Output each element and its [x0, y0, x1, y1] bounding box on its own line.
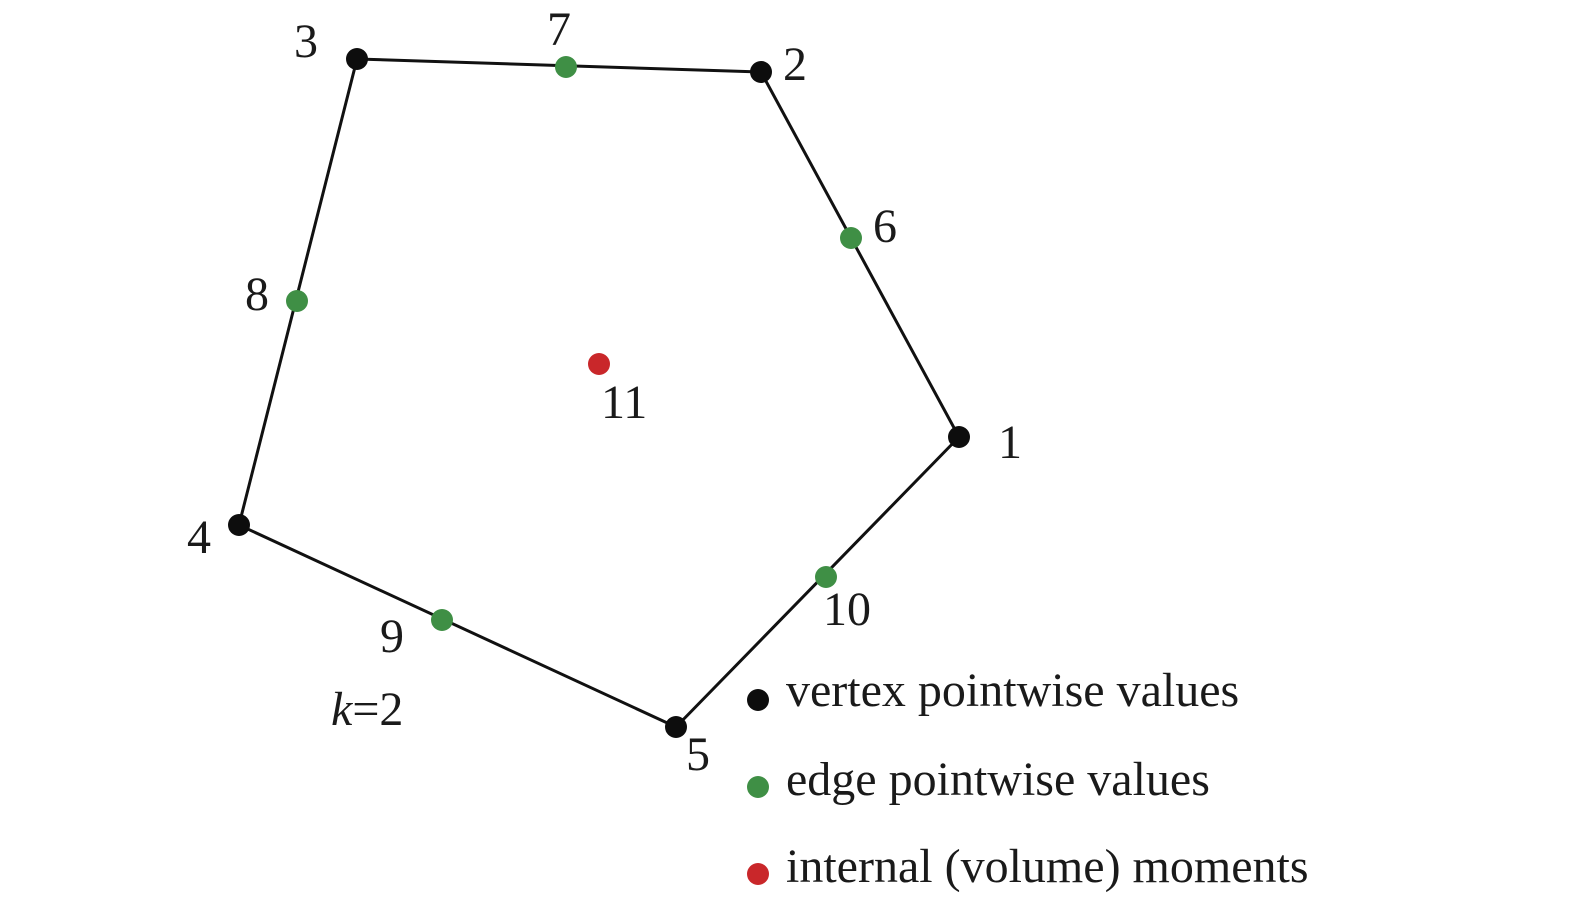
internal-node-11: [588, 353, 610, 375]
node-label-5: 5: [686, 728, 710, 781]
legend: vertex pointwise values edge pointwise v…: [747, 664, 1309, 893]
node-label-10: 10: [823, 583, 871, 636]
edge-node-6: [840, 227, 862, 249]
node-label-8: 8: [245, 268, 269, 321]
k-value: =2: [352, 683, 403, 736]
vertex-node-4: [228, 514, 250, 536]
legend-internal-marker: [747, 863, 769, 885]
node-label-4: 4: [187, 511, 211, 564]
node-label-2: 2: [783, 38, 807, 91]
k-variable: k: [331, 683, 354, 736]
edge-node-10: [815, 566, 837, 588]
node-label-1: 1: [998, 416, 1022, 469]
vertex-node-2: [750, 61, 772, 83]
node-label-11: 11: [601, 376, 647, 429]
k-value-label: k=2: [331, 683, 403, 736]
node-label-3: 3: [294, 15, 318, 68]
edge-node-8: [286, 290, 308, 312]
legend-vertex-marker: [747, 689, 769, 711]
legend-edge-text: edge pointwise values: [786, 753, 1210, 806]
edge-node-9: [431, 609, 453, 631]
vertex-node-3: [346, 48, 368, 70]
node-label-6: 6: [873, 200, 897, 253]
legend-edge-marker: [747, 776, 769, 798]
node-label-9: 9: [380, 610, 404, 663]
vertex-node-5: [665, 716, 687, 738]
legend-vertex-text: vertex pointwise values: [786, 664, 1239, 717]
node-label-7: 7: [547, 3, 571, 56]
legend-internal-text: internal (volume) moments: [786, 840, 1309, 893]
edge-node-7: [555, 56, 577, 78]
vertex-node-1: [948, 426, 970, 448]
